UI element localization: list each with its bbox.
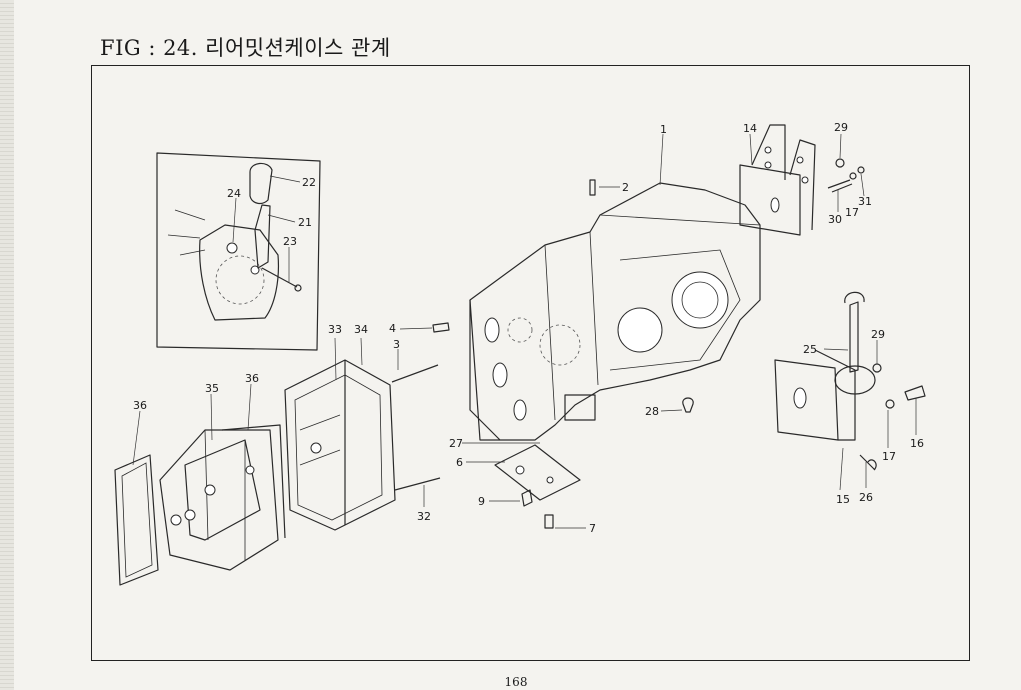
cover-part-33 [284,359,441,531]
rear-transmission-case [469,182,761,441]
callout-7: 7 [589,522,596,535]
cover-part-35 [159,424,286,571]
callout-22: 22 [302,176,316,189]
plate-part-6 [494,444,581,529]
leader-lines [132,133,917,529]
callout-27: 27 [449,437,463,450]
callout-6: 6 [456,456,463,469]
callout-14: 14 [743,122,757,135]
callout-17-right: 17 [882,450,896,463]
cover-part-15 [774,291,926,471]
callout-32: 32 [417,510,431,523]
callout-33: 33 [328,323,342,336]
callout-28: 28 [645,405,659,418]
callout-1: 1 [660,123,667,136]
diagram-frame [91,65,970,661]
callout-16: 16 [910,437,924,450]
figure-title: FIG : 24. 리어밋션케이스 관계 [100,36,391,60]
callout-labels: 1 2 3 4 6 7 9 14 15 16 17 17 21 22 23 24… [133,121,924,535]
callout-17-top: 17 [845,206,859,219]
callout-24: 24 [227,187,241,200]
callout-15: 15 [836,493,850,506]
callout-4: 4 [389,322,396,335]
callout-25: 25 [803,343,817,356]
pin-parts [432,179,694,413]
page-binding-edge [0,0,14,690]
callout-26: 26 [859,491,873,504]
callout-35: 35 [205,382,219,395]
bracket-part-14 [739,124,865,236]
callout-36-left: 36 [133,399,147,412]
gasket-part-36 [114,454,159,586]
callout-23: 23 [283,235,297,248]
callout-31: 31 [858,195,872,208]
callout-30: 30 [828,213,842,226]
callout-29-right: 29 [871,328,885,341]
callout-36-mid: 36 [245,372,259,385]
inset-lever-detail [156,152,321,351]
callout-29-top: 29 [834,121,848,134]
callout-2: 2 [622,181,629,194]
callout-21: 21 [298,216,312,229]
page-number: 168 [504,675,528,689]
callout-34: 34 [354,323,368,336]
callout-3: 3 [393,338,400,351]
callout-9: 9 [478,495,485,508]
